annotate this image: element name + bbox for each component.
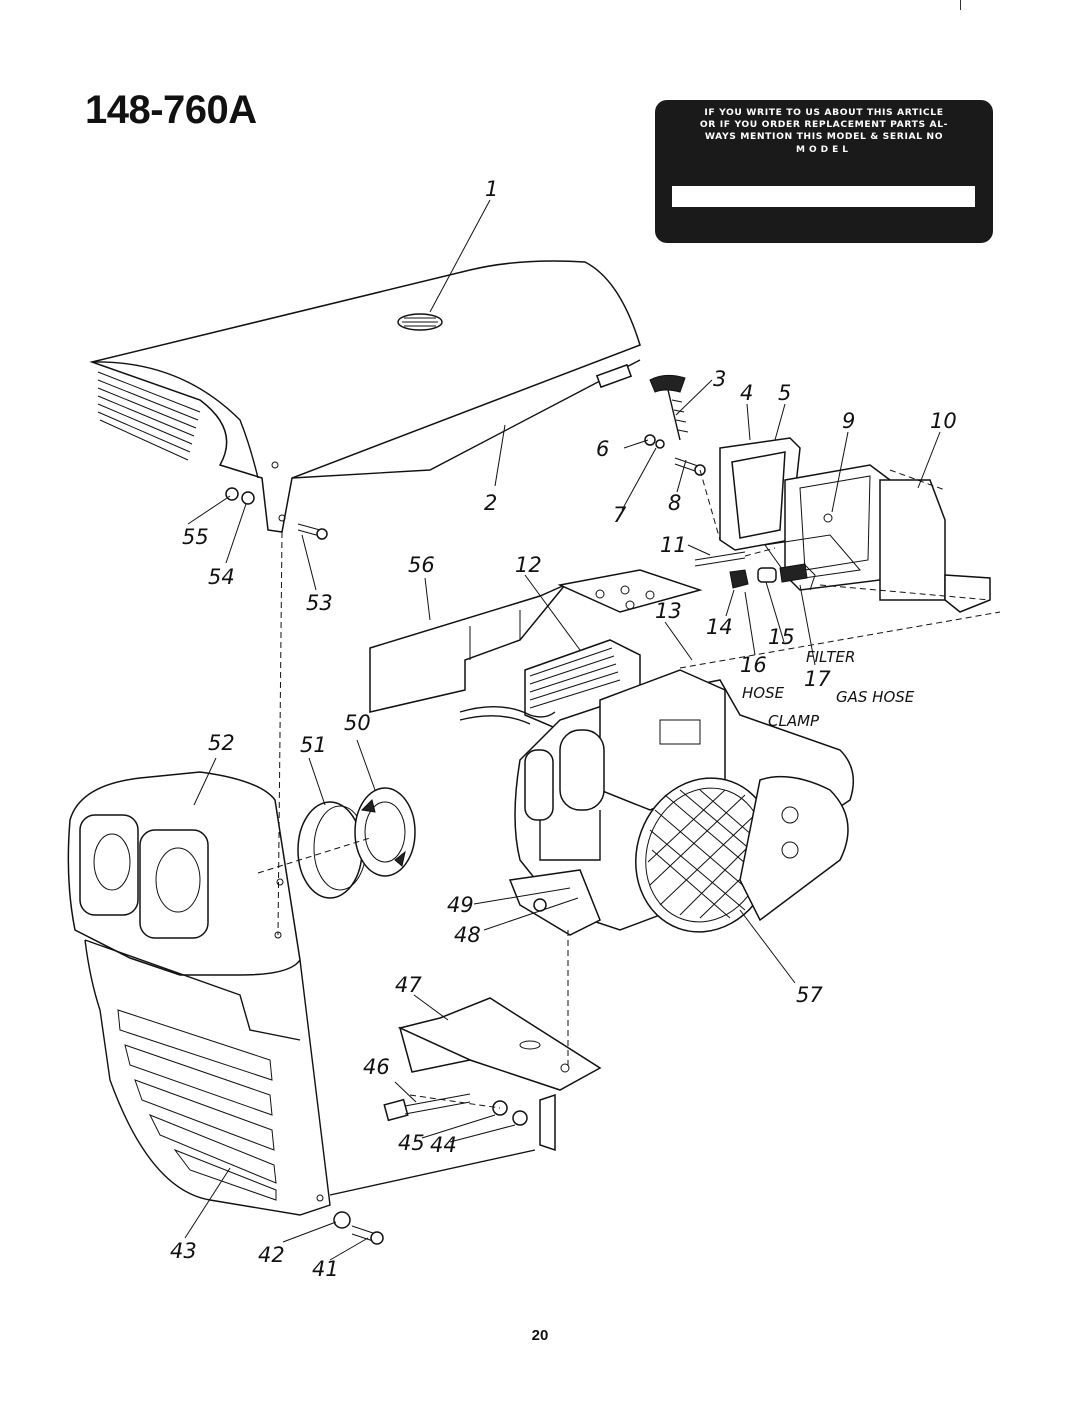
callout-9: 9 bbox=[842, 409, 855, 433]
callout-50: 50 bbox=[344, 711, 371, 735]
info-line-2: OR IF YOU ORDER REPLACEMENT PARTS AL- bbox=[699, 119, 949, 130]
callout-12: 12 bbox=[515, 553, 542, 577]
callout-6: 6 bbox=[596, 437, 609, 461]
info-line-1: IF YOU WRITE TO US ABOUT THIS ARTICLE bbox=[704, 107, 944, 118]
note-hose: HOSE bbox=[742, 684, 785, 702]
note-clamp: CLAMP bbox=[768, 712, 820, 730]
callout-44: 44 bbox=[430, 1133, 457, 1157]
callout-8: 8 bbox=[668, 491, 681, 515]
callout-54: 54 bbox=[208, 565, 235, 589]
callout-51: 51 bbox=[300, 733, 327, 757]
callout-1: 1 bbox=[485, 177, 498, 201]
callout-3: 3 bbox=[713, 367, 726, 391]
callout-49: 49 bbox=[447, 893, 474, 917]
callout-15: 15 bbox=[768, 625, 795, 649]
headlight-parts bbox=[297, 787, 416, 899]
callout-41: 41 bbox=[312, 1257, 339, 1281]
hood-part bbox=[89, 260, 641, 533]
callout-46: 46 bbox=[363, 1055, 390, 1079]
callout-53: 53 bbox=[306, 591, 333, 615]
callout-2: 2 bbox=[484, 491, 497, 515]
mounting-bracket-part bbox=[397, 997, 602, 1152]
alignment-lines bbox=[257, 469, 1001, 1196]
callout-52: 52 bbox=[208, 731, 235, 755]
note-filter: FILTER bbox=[806, 648, 855, 666]
callout-11: 11 bbox=[660, 533, 687, 557]
callout-5: 5 bbox=[778, 381, 791, 405]
page-number: 20 bbox=[531, 1327, 549, 1344]
callout-55: 55 bbox=[182, 525, 209, 549]
callout-42: 42 bbox=[258, 1243, 285, 1267]
heat-shield-part bbox=[369, 584, 566, 713]
callout-43: 43 bbox=[170, 1239, 197, 1263]
callout-57: 57 bbox=[796, 983, 823, 1007]
fastener-parts bbox=[225, 374, 816, 1245]
callout-4: 4 bbox=[740, 381, 753, 405]
model-serial-info-box: IF YOU WRITE TO US ABOUT THIS ARTICLE OR… bbox=[655, 100, 993, 243]
callout-14: 14 bbox=[706, 615, 733, 639]
callout-17: 17 bbox=[804, 667, 831, 691]
dash-panel-part bbox=[67, 771, 331, 1216]
callout-47: 47 bbox=[395, 973, 422, 997]
callout-45: 45 bbox=[398, 1131, 425, 1155]
info-model-label: MODEL bbox=[796, 145, 852, 155]
info-line-3: WAYS MENTION THIS MODEL & SERIAL NO bbox=[704, 131, 944, 142]
model-number-title: 148-760A bbox=[85, 88, 257, 132]
callout-10: 10 bbox=[930, 409, 957, 433]
callout-numbers: 1 2 3 4 5 6 7 8 9 10 11 12 13 14 15 16 1… bbox=[170, 177, 957, 1281]
callout-leaders bbox=[184, 199, 941, 1261]
engine-assembly bbox=[459, 569, 855, 936]
callout-48: 48 bbox=[454, 923, 481, 947]
handwritten-notes: FILTER HOSE GAS HOSE CLAMP bbox=[742, 648, 915, 730]
note-gas-hose: GAS HOSE bbox=[836, 688, 915, 706]
callout-56: 56 bbox=[408, 553, 435, 577]
callout-16: 16 bbox=[740, 653, 767, 677]
model-serial-field bbox=[672, 186, 975, 207]
callout-13: 13 bbox=[655, 599, 682, 623]
callout-7: 7 bbox=[613, 503, 627, 527]
page-edge-mark bbox=[960, 0, 961, 10]
fuel-tank-bracket bbox=[719, 437, 991, 613]
